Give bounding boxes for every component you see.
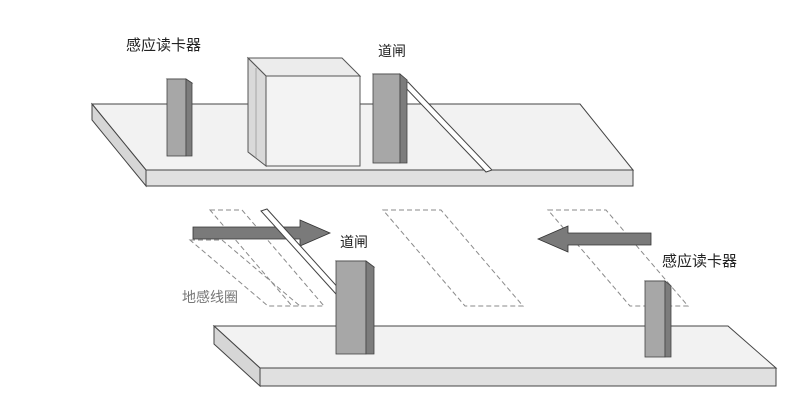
induction-loop-middle	[381, 209, 525, 307]
gate-label-bottom: 道闸	[340, 235, 368, 251]
card-reader-label-top: 感应读卡器	[126, 36, 201, 54]
exit-arrow-icon	[536, 225, 652, 253]
gate-label-top: 道闸	[378, 44, 406, 60]
bottom-platform	[212, 324, 778, 388]
car-box	[246, 56, 362, 168]
bottom-card-reader-post	[643, 280, 673, 358]
top-gate-post	[371, 73, 409, 164]
induction-loop-label: 地感线圈	[182, 289, 238, 306]
induction-loop-right	[546, 209, 690, 307]
card-reader-label-bottom: 感应读卡器	[662, 252, 737, 270]
bottom-gate-post	[334, 260, 376, 355]
induction-loop-left	[188, 209, 326, 307]
top-card-reader-post	[165, 78, 194, 157]
top-platform	[90, 102, 635, 188]
entry-arrow-icon	[192, 219, 332, 247]
